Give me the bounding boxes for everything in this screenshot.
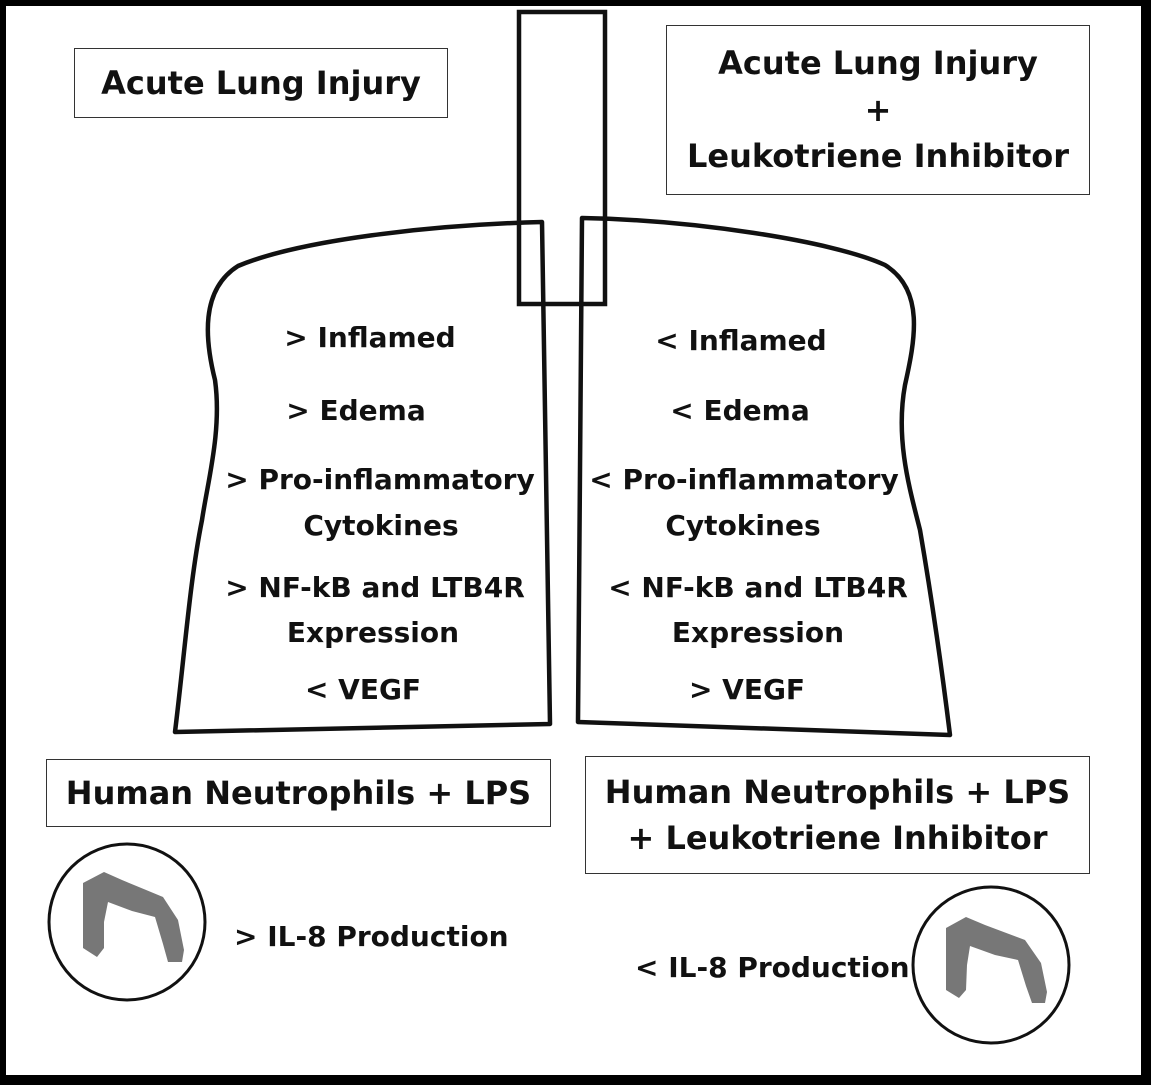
- inhibitor-title-box: Acute Lung Injury + Leukotriene Inhibito…: [666, 25, 1090, 195]
- inhibitor-title-line3: Leukotriene Inhibitor: [686, 137, 1070, 176]
- left-lung-outline: [172, 219, 553, 735]
- neutrophil-cell-icon: [47, 842, 207, 1002]
- neutrophil-cell-icon: [911, 885, 1071, 1045]
- left-il8-production: > IL-8 Production: [234, 920, 509, 953]
- neutrophils-lps-label: Human Neutrophils + LPS: [65, 773, 532, 812]
- left-edema: > Edema: [286, 394, 426, 427]
- inhibitor-title-plus: +: [864, 90, 892, 129]
- neutrophils-lps-inhibitor-line2: + Leukotriene Inhibitor: [627, 819, 1048, 857]
- neutrophils-lps-box: Human Neutrophils + LPS: [46, 759, 551, 827]
- neutrophils-lps-inhibitor-box: Human Neutrophils + LPS + Leukotriene In…: [585, 756, 1090, 874]
- right-il8-production: < IL-8 Production: [635, 951, 910, 984]
- right-edema: < Edema: [670, 394, 810, 427]
- right-cytokines-line1: < Pro-inflammatory: [589, 463, 899, 496]
- trachea: [516, 9, 608, 307]
- left-cytokines-line2: Cytokines: [303, 509, 459, 542]
- right-inflamed: < Inflamed: [655, 324, 827, 357]
- right-expression-line1: < NF-kB and LTB4R: [608, 571, 908, 604]
- acute-lung-injury-title: Acute Lung Injury: [101, 63, 421, 102]
- left-expression-line1: > NF-kB and LTB4R: [225, 571, 525, 604]
- right-lung-outline: [575, 215, 953, 738]
- left-expression-line2: Expression: [286, 616, 460, 649]
- right-expression-line2: Expression: [671, 616, 845, 649]
- left-vegf: < VEGF: [304, 673, 422, 706]
- right-vegf: > VEGF: [688, 673, 806, 706]
- acute-lung-injury-title-box: Acute Lung Injury: [74, 48, 448, 118]
- right-cytokines-line2: Cytokines: [665, 509, 821, 542]
- left-cytokines-line1: > Pro-inflammatory: [225, 463, 535, 496]
- left-inflamed: > Inflamed: [284, 321, 456, 354]
- inhibitor-title-line1: Acute Lung Injury: [718, 44, 1038, 83]
- neutrophils-lps-inhibitor-line1: Human Neutrophils + LPS: [604, 772, 1071, 811]
